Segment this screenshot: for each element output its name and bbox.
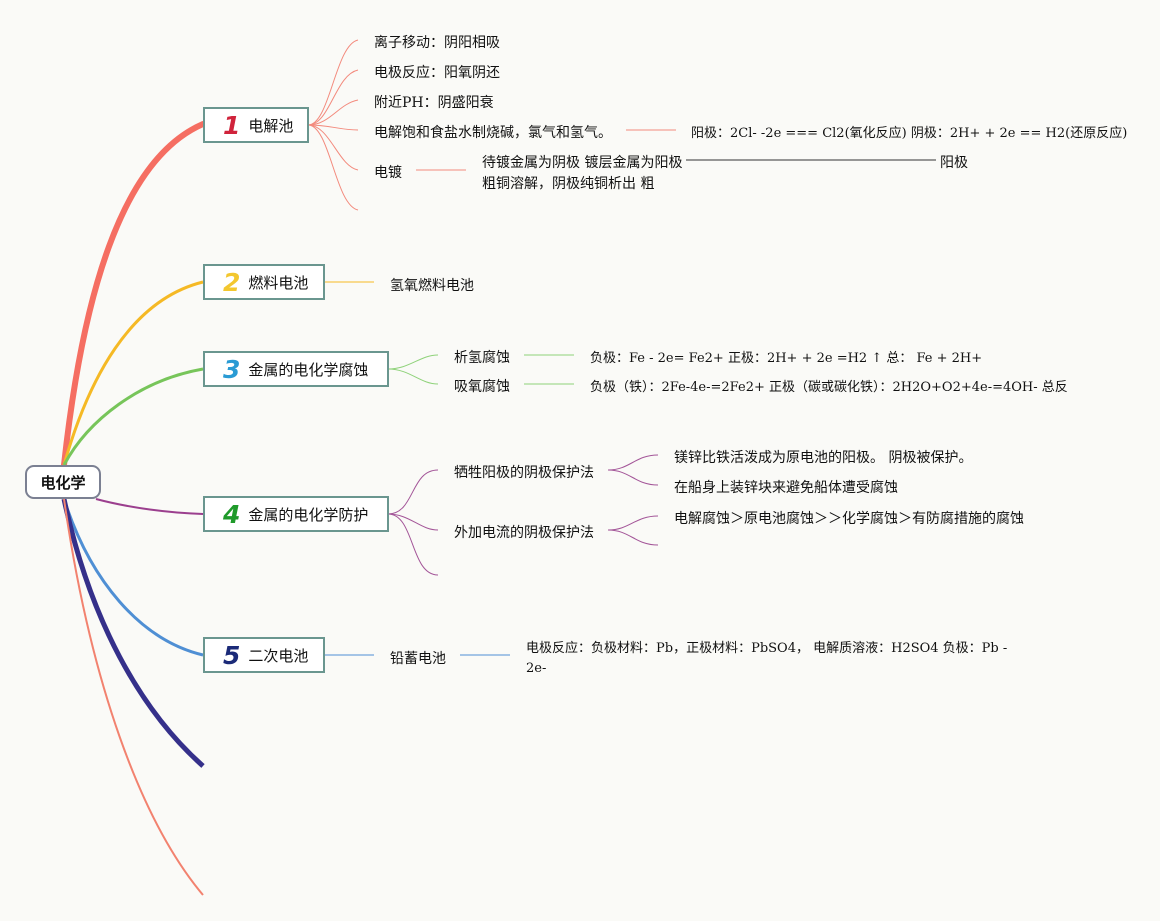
t1-item-ion-migration[interactable]: 离子移动：阴阳相吸 — [374, 35, 500, 51]
edge-t1-item6 — [307, 124, 359, 211]
t4-item-impressed-current[interactable]: 外加电流的阴极保护法 — [454, 525, 594, 541]
topic-number: 1 — [223, 110, 241, 140]
topic-number: 2 — [223, 267, 241, 297]
t1-item-plating[interactable]: 电镀 — [374, 165, 402, 181]
topic-number: 5 — [223, 640, 241, 670]
t4-current-detail-1[interactable]: 电解腐蚀＞原电池腐蚀＞＞化学腐蚀＞有防腐措施的腐蚀 — [674, 511, 1024, 527]
topic-fuel-cell[interactable]: 2 燃料电池 — [203, 264, 325, 300]
t3-detail-oxygen[interactable]: 负极（铁）：2Fe-4e-=2Fe2+ 正极（碳或碳化铁）：2H2O+O2+4e… — [590, 380, 1068, 395]
edge-t3-item1 — [387, 354, 439, 370]
edge-t1-item2 — [307, 69, 359, 126]
t1-plating-anode[interactable]: 阳极 — [940, 155, 968, 171]
topic-number: 4 — [223, 499, 241, 529]
t1-brine-detail[interactable]: 阳极：2Cl- -2e === Cl2(氧化反应) 阴极：2H+ + 2e ==… — [691, 126, 1128, 141]
t1-item-electrode-reaction[interactable]: 电极反应：阳氧阴还 — [374, 65, 500, 81]
edge-root-topic4 — [95, 498, 204, 515]
t1-plating-detail-1[interactable]: 待镀金属为阴极 镀层金属为阳极 — [482, 155, 683, 171]
edge-t4-sub1 — [607, 454, 659, 471]
edge-t4-sub3 — [607, 515, 659, 531]
edge-root-topic2 — [62, 280, 204, 466]
edge-t4-sub4 — [607, 529, 659, 546]
t1-item-ph[interactable]: 附近PH：阴盛阳衰 — [374, 95, 494, 111]
root-node[interactable]: 电化学 — [25, 465, 101, 499]
topic-secondary-battery[interactable]: 5 二次电池 — [203, 637, 325, 673]
edge-root-extra2 — [63, 498, 204, 896]
topic-title: 电解池 — [248, 116, 294, 135]
topic-title: 燃料电池 — [248, 273, 309, 292]
topic-electrolysis[interactable]: 1 电解池 — [203, 107, 309, 143]
edge-t1-item1 — [307, 39, 359, 126]
t4-sacrificial-detail-1[interactable]: 镁锌比铁活泼成为原电池的阳极。 阴极被保护。 — [674, 450, 973, 466]
root-label: 电化学 — [40, 473, 86, 492]
t3-item-hydrogen-evolution[interactable]: 析氢腐蚀 — [454, 350, 510, 366]
edge-root-topic5 — [62, 498, 204, 657]
topic-title: 金属的电化学防护 — [248, 505, 369, 524]
t3-item-oxygen-absorption[interactable]: 吸氧腐蚀 — [454, 379, 510, 395]
t5-detail[interactable]: 电极反应：负极材料：Pb，正极材料：PbSO4， 电解质溶液：H2SO4 负极：… — [526, 641, 1008, 676]
edge-t1-item5 — [307, 124, 359, 171]
t2-item-hydrogen-oxygen[interactable]: 氢氧燃料电池 — [390, 278, 474, 294]
topic-title: 二次电池 — [248, 646, 309, 665]
t4-item-sacrificial-anode[interactable]: 牺牲阳极的阴极保护法 — [454, 465, 594, 481]
edge-t4-item1 — [387, 469, 439, 515]
t1-plating-detail-2[interactable]: 粗铜溶解，阴极纯铜析出 粗 — [482, 176, 655, 192]
topic-corrosion[interactable]: 3 金属的电化学腐蚀 — [203, 351, 389, 387]
t5-item-lead-acid[interactable]: 铅蓄电池 — [390, 651, 446, 667]
topic-number: 3 — [223, 354, 241, 384]
t3-detail-hydrogen[interactable]: 负极：Fe - 2e= Fe2+ 正极：2H+ + 2e =H2 ↑ 总： Fe… — [590, 351, 983, 366]
t4-sacrificial-detail-2[interactable]: 在船身上装锌块来避免船体遭受腐蚀 — [674, 480, 898, 496]
edge-t4-item3 — [387, 513, 439, 576]
edge-root-topic3 — [62, 367, 204, 466]
topic-protection[interactable]: 4 金属的电化学防护 — [203, 496, 389, 532]
edge-t1-item4 — [307, 124, 359, 131]
t1-item-brine[interactable]: 电解饱和食盐水制烧碱，氯气和氢气。 — [374, 125, 612, 141]
edge-t3-item2 — [387, 368, 439, 385]
topic-title: 金属的电化学腐蚀 — [248, 360, 369, 379]
edge-root-extra1 — [61, 498, 205, 768]
edge-t1-item3 — [307, 99, 359, 126]
edge-root-topic1 — [61, 121, 206, 468]
edge-t4-sub2 — [607, 469, 659, 486]
